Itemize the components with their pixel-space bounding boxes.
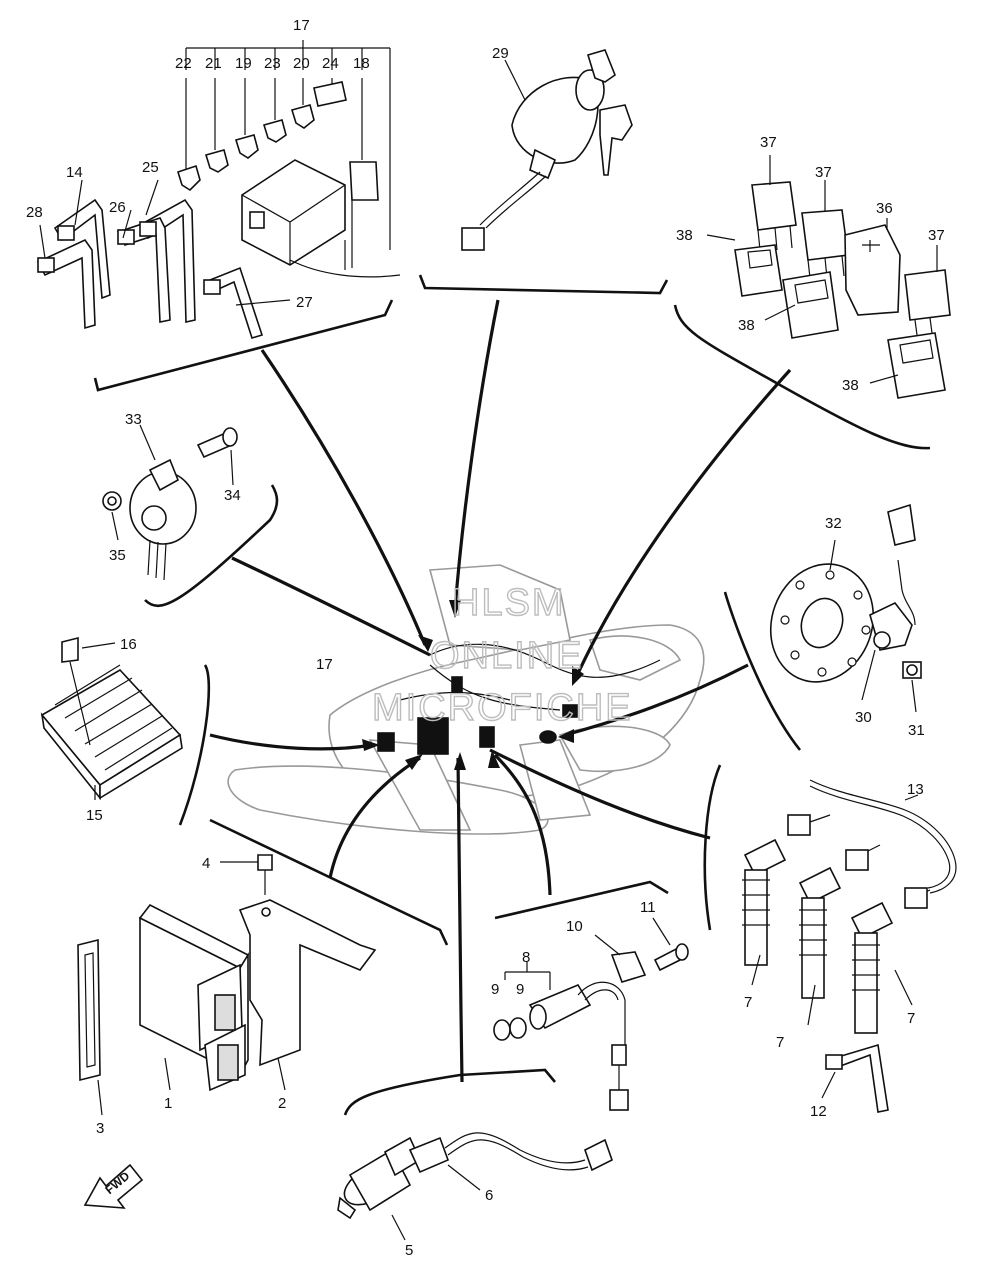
- main-harness: [377, 643, 661, 755]
- ignition-coil-2: [798, 866, 842, 999]
- callout-6: 6: [485, 1187, 493, 1204]
- callout-22: 22: [175, 55, 192, 72]
- pickup-30-32-group: [769, 503, 922, 713]
- watermark-line-2: ONLINE: [430, 635, 583, 677]
- callout-21: 21: [205, 55, 222, 72]
- callout-7b: 7: [776, 1034, 784, 1051]
- callout-27: 27: [296, 294, 313, 311]
- watermark-line-1: HLSM: [452, 582, 566, 624]
- callout-16: 16: [120, 636, 137, 653]
- callout-5: 5: [405, 1242, 413, 1259]
- callout-1: 1: [164, 1095, 172, 1112]
- callout-3: 3: [96, 1120, 104, 1137]
- fuse-box-group: [36, 40, 401, 339]
- callout-19: 19: [235, 55, 252, 72]
- relays-group: [706, 155, 951, 399]
- callout-17-mid: 17: [316, 656, 333, 673]
- callout-38a: 38: [676, 227, 693, 244]
- sensor-5-6-group: [337, 1132, 613, 1241]
- callout-13: 13: [907, 781, 924, 798]
- callout-35: 35: [109, 547, 126, 564]
- callout-4: 4: [202, 855, 210, 872]
- callout-numbers: 1 2 3 4 5 6 7 7 7 8 9 9 10 11 12 13 14 1…: [26, 17, 945, 1259]
- callout-37b: 37: [815, 164, 832, 181]
- callout-30: 30: [855, 709, 872, 726]
- callout-28: 28: [26, 204, 43, 221]
- callout-38b: 38: [738, 317, 755, 334]
- callout-25: 25: [142, 159, 159, 176]
- callout-23: 23: [264, 55, 281, 72]
- callout-17-top: 17: [293, 17, 310, 34]
- snowmobile-outline: [227, 564, 705, 835]
- watermark: HLSM ONLINE MICROFICHE: [371, 581, 633, 729]
- callout-12: 12: [810, 1103, 827, 1120]
- callout-20: 20: [293, 55, 310, 72]
- callout-29: 29: [492, 45, 509, 62]
- ignition-coil-3: [850, 901, 894, 1034]
- callout-32: 32: [825, 515, 842, 532]
- callout-37c: 37: [928, 227, 945, 244]
- callout-10: 10: [566, 918, 583, 935]
- callout-24: 24: [322, 55, 339, 72]
- callout-37a: 37: [760, 134, 777, 151]
- watermark-line-3: MICROFICHE: [372, 687, 633, 729]
- ignition-coils-group: [742, 779, 957, 1113]
- callout-38c: 38: [842, 377, 859, 394]
- arrowheads: [362, 600, 584, 770]
- ignition-coil-1: [742, 838, 787, 966]
- callout-26: 26: [109, 199, 126, 216]
- group-frames: [93, 274, 931, 1116]
- sensor-8-11-group: [493, 917, 689, 1111]
- callout-33: 33: [125, 411, 142, 428]
- callout-14: 14: [66, 164, 83, 181]
- callout-36: 36: [876, 200, 893, 217]
- rectifier-15-group: [40, 636, 183, 801]
- callout-18: 18: [353, 55, 370, 72]
- ecu-group: [77, 854, 377, 1116]
- fwd-arrow: FWD: [83, 1163, 144, 1209]
- callout-9a: 9: [491, 981, 499, 998]
- callout-2: 2: [278, 1095, 286, 1112]
- callout-31: 31: [908, 722, 925, 739]
- callout-8: 8: [522, 949, 530, 966]
- callout-9b: 9: [516, 981, 524, 998]
- callout-11: 11: [640, 899, 656, 916]
- sensor-33-group: [102, 424, 238, 581]
- callout-34: 34: [224, 487, 241, 504]
- callout-15: 15: [86, 807, 103, 824]
- main-switch-group: [461, 49, 633, 251]
- callout-7c: 7: [907, 1010, 915, 1027]
- leader-arms: [209, 299, 792, 1083]
- callout-7a: 7: [744, 994, 752, 1011]
